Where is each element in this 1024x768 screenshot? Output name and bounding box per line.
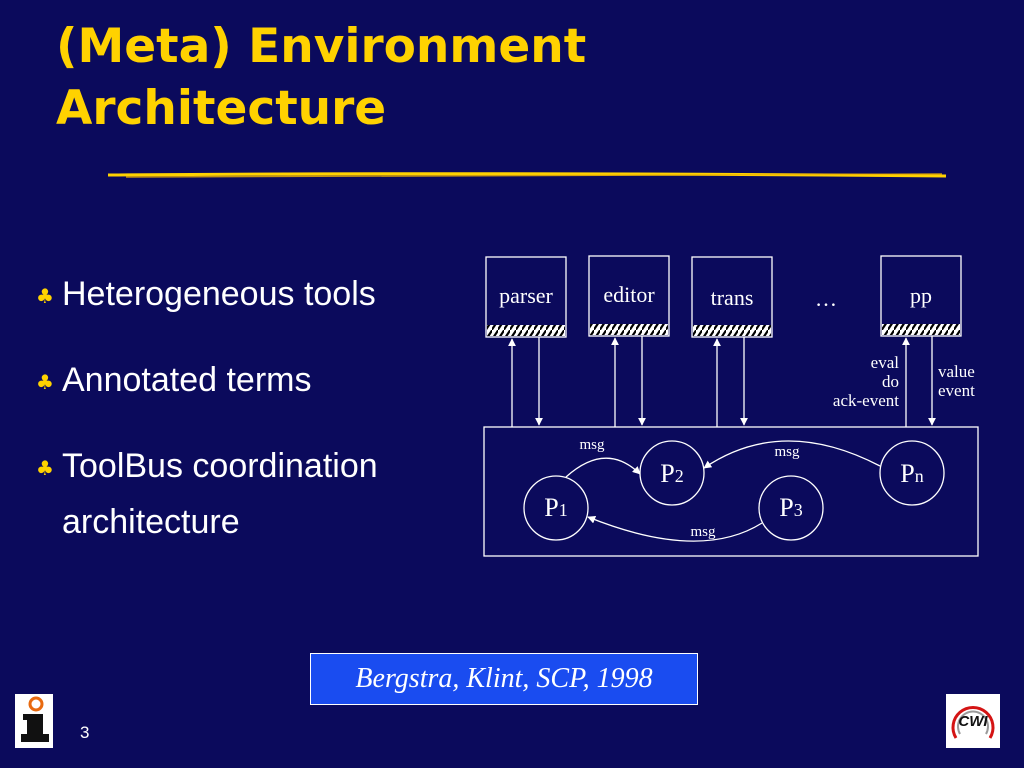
process-subscript: 1 (559, 500, 568, 520)
club-bullet-icon: ♣ (36, 284, 54, 308)
label-eval: eval (871, 353, 900, 372)
tool-label: editor (603, 282, 655, 307)
msg-label: msg (774, 444, 800, 460)
svg-text:P1: P1 (544, 493, 567, 522)
ellipsis: … (815, 286, 837, 311)
citation-box: Bergstra, Klint, SCP, 1998 (310, 653, 698, 705)
institute-logo-icon (15, 694, 53, 748)
title-line-1: (Meta) Environment (56, 19, 587, 74)
bullet-text: Annotated terms (62, 361, 312, 399)
process-subscript: 2 (675, 466, 684, 486)
label-event: event (938, 381, 975, 400)
title-underline (107, 172, 947, 178)
process-name: P (660, 459, 674, 488)
msg-arrow-p3-p1 (587, 515, 763, 542)
tool-label: trans (711, 285, 754, 310)
tool-box-parser: parser (485, 256, 567, 338)
msg-label: msg (690, 524, 716, 540)
msg-arrow-p1-p2 (565, 457, 641, 478)
tool-label: pp (910, 283, 932, 308)
label-do: do (882, 372, 899, 391)
svg-text:Pn: Pn (900, 459, 923, 488)
club-bullet-icon: ♣ (36, 456, 54, 480)
cwi-logo-icon: CWI (946, 694, 1000, 748)
bullet-text: Heterogeneous tools (62, 275, 376, 313)
citation-text: Bergstra, Klint, SCP, 1998 (355, 663, 653, 694)
process-pn: Pn (879, 440, 945, 506)
label-ack-event: ack-event (833, 391, 899, 410)
tool-bus-arrows (508, 336, 936, 427)
bullet-list: ♣ Heterogeneous tools ♣ Annotated terms ♣ T… (36, 266, 462, 580)
process-p2: P2 (639, 440, 705, 506)
bullet-item: ♣ Heterogeneous tools (36, 266, 462, 322)
tool-box-editor: editor (588, 255, 670, 337)
tool-box-trans: trans (691, 256, 773, 338)
process-p3: P3 (758, 475, 824, 541)
club-bullet-icon: ♣ (36, 370, 54, 394)
slide-title: (Meta) Environment Architecture (56, 16, 586, 140)
msg-label: msg (579, 437, 605, 453)
bullet-item: ♣ Annotated terms (36, 352, 462, 408)
cwi-logo-text: CWI (958, 713, 988, 730)
bullet-text: ToolBus coordination architecture (62, 447, 378, 541)
toolbus-box (483, 426, 979, 557)
message-arrows (565, 440, 881, 542)
label-value: value (938, 362, 975, 381)
process-name: P (779, 493, 793, 522)
process-subscript: 3 (794, 500, 803, 520)
msg-arrow-pn-p2 (703, 440, 881, 469)
svg-text:P2: P2 (660, 459, 683, 488)
tool-box-pp: pp (880, 255, 962, 337)
process-subscript: n (915, 466, 924, 486)
process-name: P (544, 493, 558, 522)
bullet-item: ♣ ToolBus coordination architecture (36, 438, 462, 550)
process-name: P (900, 459, 914, 488)
svg-text:P3: P3 (779, 493, 802, 522)
title-line-2: Architecture (56, 81, 387, 136)
page-number: 3 (80, 723, 90, 742)
process-p1: P1 (523, 475, 589, 541)
tool-label: parser (499, 283, 553, 308)
